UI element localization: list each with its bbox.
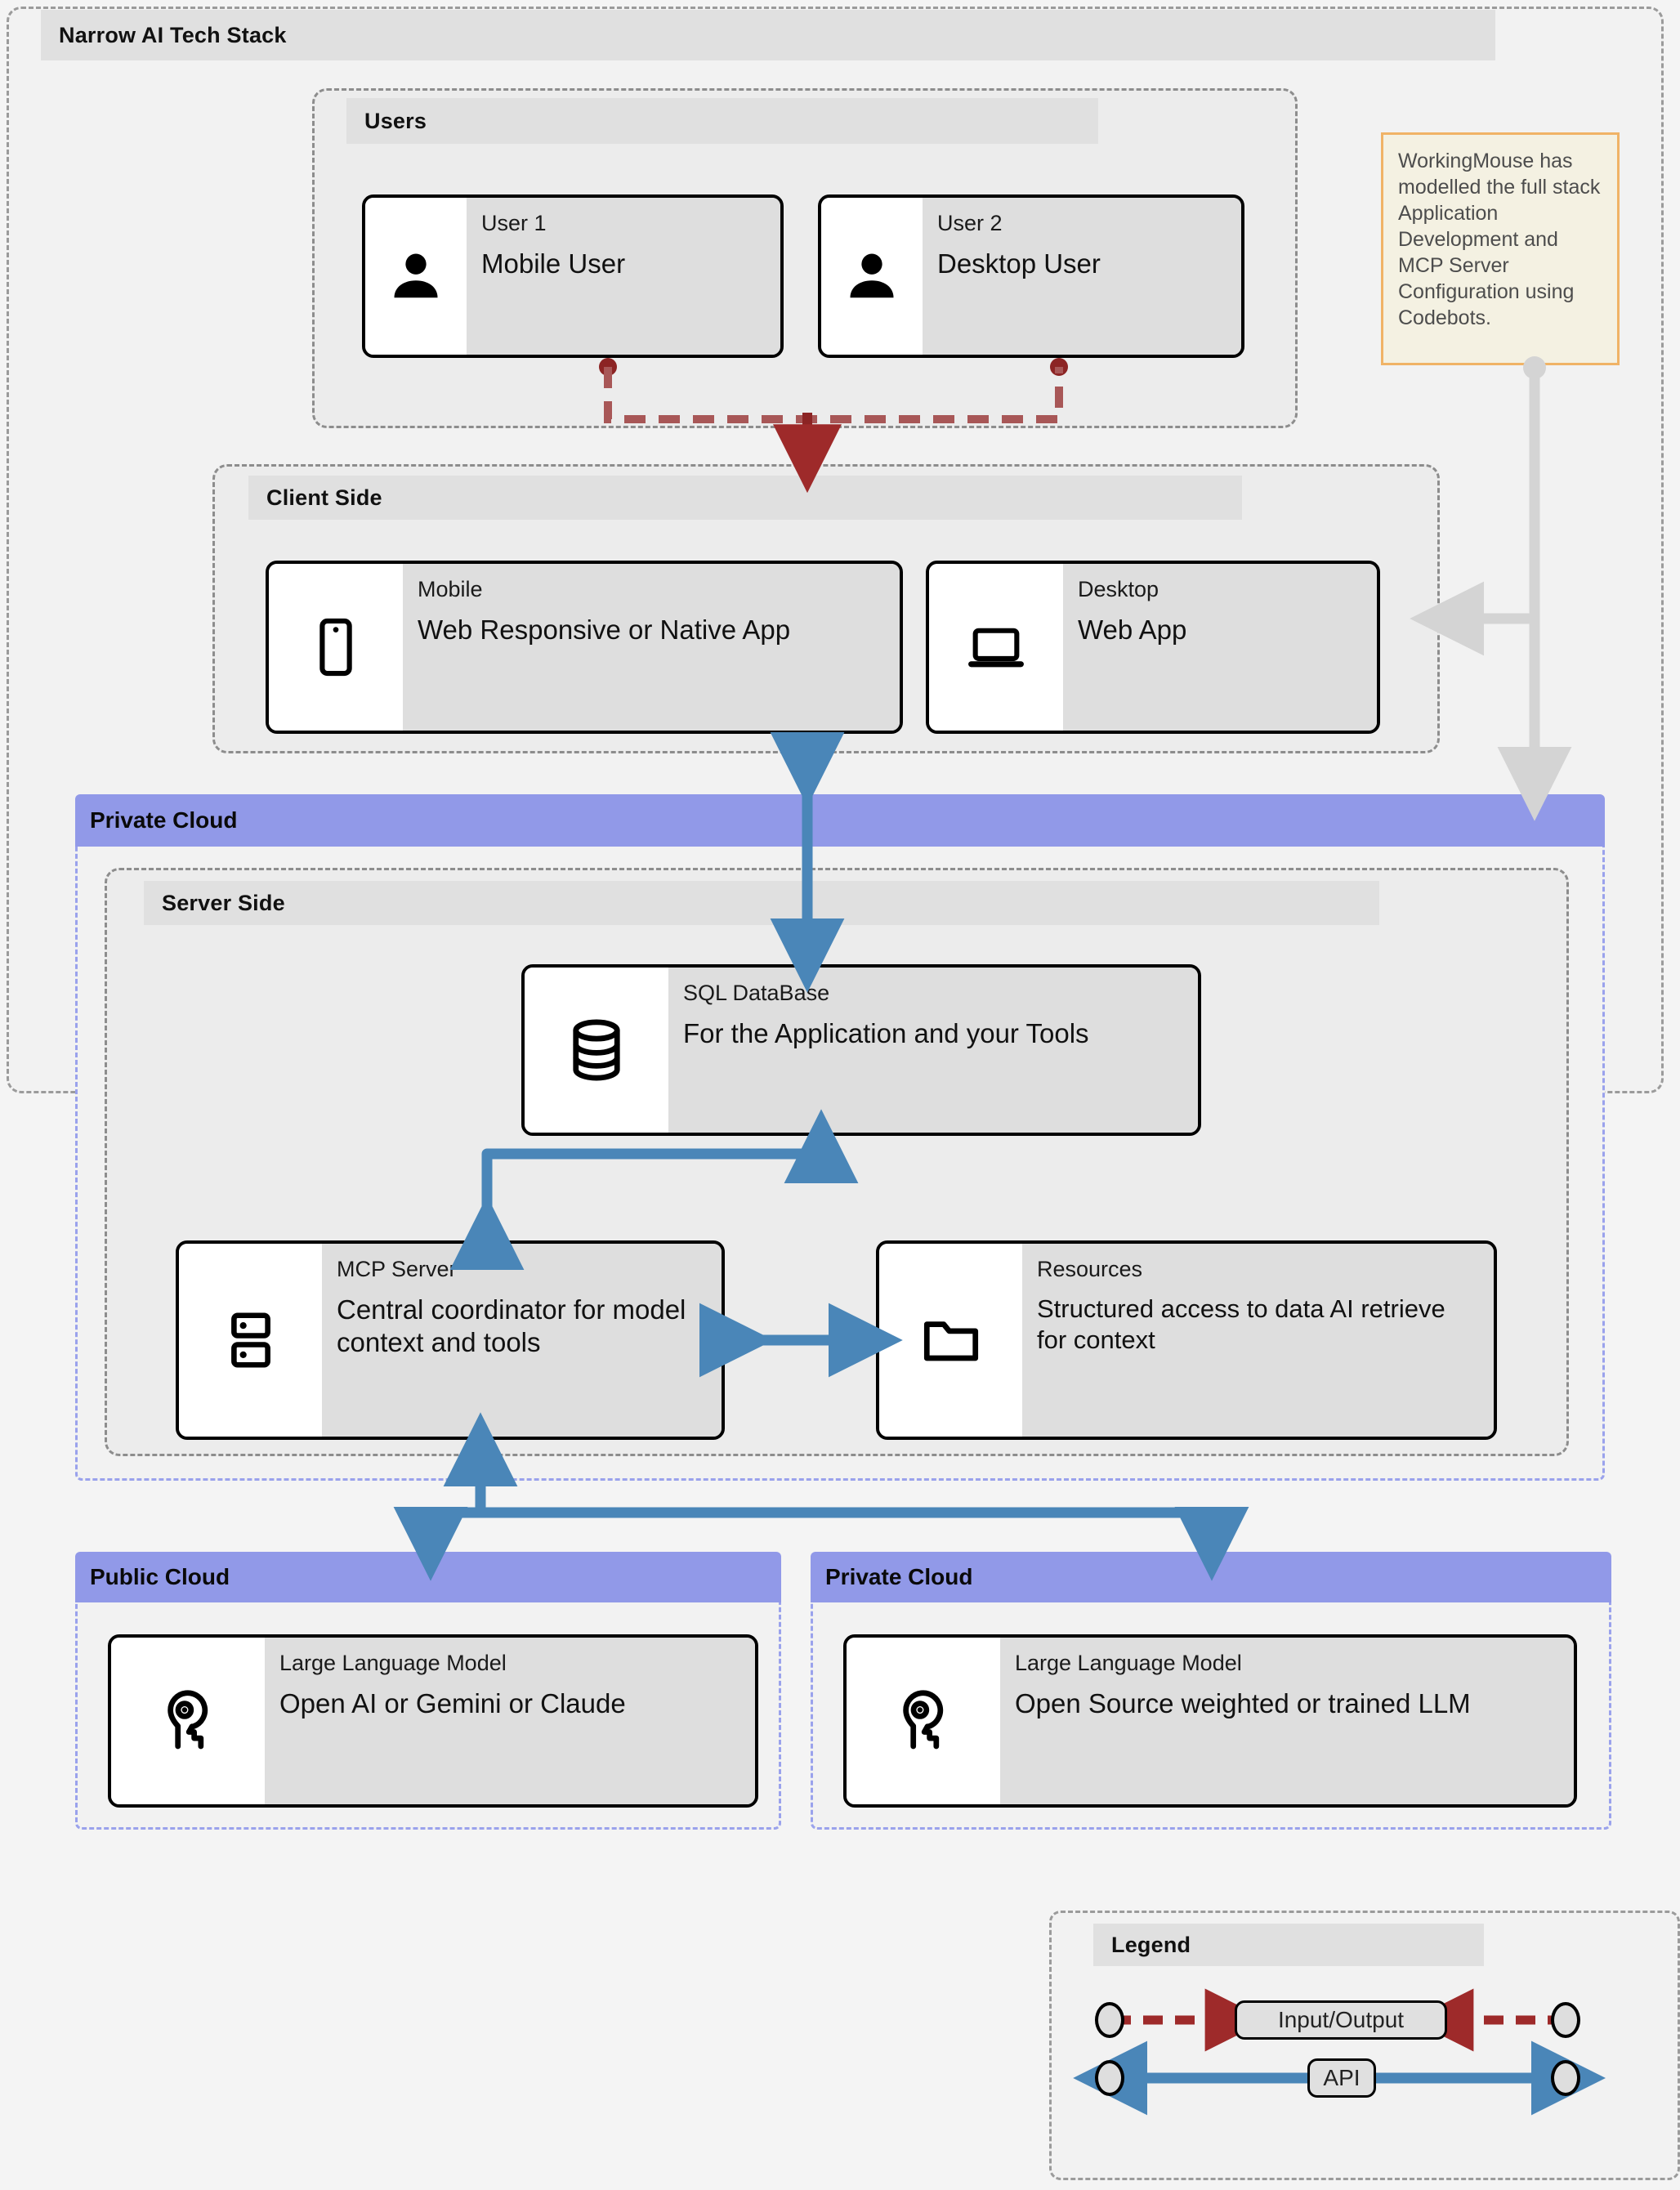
card-user-2[interactable]: User 2 Desktop User	[818, 194, 1244, 358]
laptop-icon	[929, 564, 1063, 731]
card-mobile-body: Mobile Web Responsive or Native App	[403, 564, 900, 731]
card-llm-public[interactable]: Large Language Model Open AI or Gemini o…	[108, 1634, 758, 1808]
group-private-cloud-main-title: Private Cloud	[75, 794, 1605, 847]
card-user-2-main: Desktop User	[937, 248, 1101, 279]
brain-gear-icon	[111, 1638, 265, 1804]
card-resources-kicker: Resources	[1037, 1257, 1143, 1281]
legend-endpoint-right-api	[1551, 2060, 1580, 2096]
folder-icon	[879, 1244, 1022, 1437]
card-mcp-server-kicker: MCP Server	[337, 1257, 457, 1281]
card-sql-database-main: For the Application and your Tools	[683, 1018, 1089, 1049]
card-resources-body: Resources Structured access to data AI r…	[1022, 1244, 1494, 1437]
card-user-1-kicker: User 1	[481, 211, 547, 235]
user-icon	[821, 198, 923, 355]
card-mobile-main: Web Responsive or Native App	[418, 615, 791, 646]
legend-label-input-output: Input/Output	[1235, 2000, 1447, 2040]
card-mcp-server-body: MCP Server Central coordinator for model…	[322, 1244, 722, 1437]
server-icon	[179, 1244, 322, 1437]
card-desktop[interactable]: Desktop Web App	[926, 561, 1380, 734]
group-public-cloud-title: Public Cloud	[75, 1552, 781, 1602]
card-desktop-main: Web App	[1078, 615, 1187, 646]
brain-gear-icon	[847, 1638, 1000, 1804]
card-sql-database-kicker: SQL DataBase	[683, 981, 830, 1005]
legend-endpoint-left-io	[1095, 2002, 1124, 2038]
card-user-2-body: User 2 Desktop User	[923, 198, 1241, 355]
card-resources[interactable]: Resources Structured access to data AI r…	[876, 1240, 1497, 1440]
card-mobile[interactable]: Mobile Web Responsive or Native App	[266, 561, 903, 734]
legend-title: Legend	[1093, 1924, 1484, 1966]
card-resources-main: Structured access to data AI retrieve fo…	[1037, 1294, 1445, 1354]
card-desktop-kicker: Desktop	[1078, 577, 1159, 601]
card-llm-private-main: Open Source weighted or trained LLM	[1015, 1688, 1471, 1719]
annotation-note-text: WorkingMouse has modelled the full stack…	[1398, 150, 1601, 329]
card-user-1[interactable]: User 1 Mobile User	[362, 194, 784, 358]
group-users-title: Users	[346, 98, 1098, 144]
card-user-1-body: User 1 Mobile User	[467, 198, 780, 355]
group-private-cloud-llm-title: Private Cloud	[811, 1552, 1611, 1602]
legend-label-api: API	[1307, 2058, 1376, 2098]
card-user-2-kicker: User 2	[937, 211, 1003, 235]
legend-endpoint-right-io	[1551, 2002, 1580, 2038]
card-llm-public-body: Large Language Model Open AI or Gemini o…	[265, 1638, 755, 1804]
card-mobile-kicker: Mobile	[418, 577, 483, 601]
card-llm-public-main: Open AI or Gemini or Claude	[279, 1688, 626, 1719]
phone-icon	[269, 564, 403, 731]
card-mcp-server[interactable]: MCP Server Central coordinator for model…	[176, 1240, 725, 1440]
card-user-1-main: Mobile User	[481, 248, 626, 279]
annotation-note: WorkingMouse has modelled the full stack…	[1381, 132, 1620, 365]
group-server-side-title: Server Side	[144, 881, 1379, 925]
card-llm-public-kicker: Large Language Model	[279, 1651, 507, 1675]
card-llm-private-kicker: Large Language Model	[1015, 1651, 1242, 1675]
database-icon	[525, 968, 668, 1133]
group-client-side-title: Client Side	[248, 476, 1242, 520]
legend-endpoint-left-api	[1095, 2060, 1124, 2096]
card-desktop-body: Desktop Web App	[1063, 564, 1377, 731]
card-sql-database-body: SQL DataBase For the Application and you…	[668, 968, 1198, 1133]
card-llm-private[interactable]: Large Language Model Open Source weighte…	[843, 1634, 1577, 1808]
card-mcp-server-main: Central coordinator for model context an…	[337, 1294, 686, 1358]
card-sql-database[interactable]: SQL DataBase For the Application and you…	[521, 964, 1201, 1136]
page-title: Narrow AI Tech Stack	[41, 10, 1495, 60]
card-llm-private-body: Large Language Model Open Source weighte…	[1000, 1638, 1574, 1804]
user-icon	[365, 198, 467, 355]
